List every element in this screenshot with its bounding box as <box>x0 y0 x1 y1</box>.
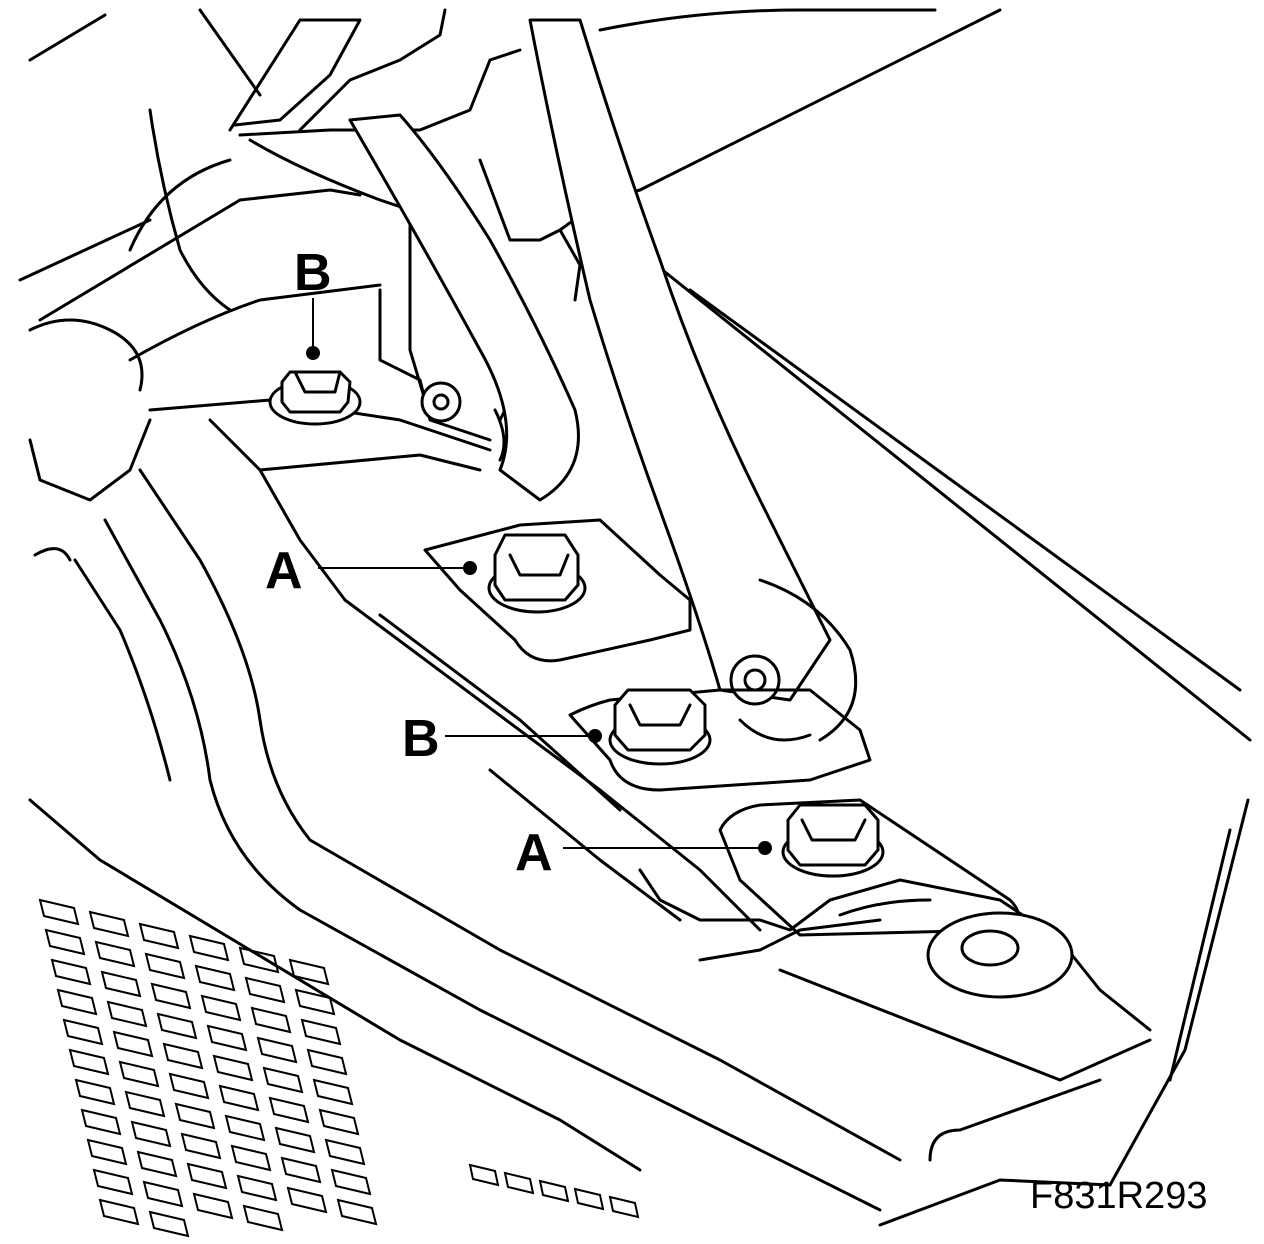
grille-cell <box>238 946 280 974</box>
grille-cell <box>106 1000 148 1028</box>
grille-cell <box>92 1168 134 1196</box>
grille-cell <box>124 1090 166 1118</box>
grille-cell <box>268 1096 310 1124</box>
grille <box>38 898 640 1238</box>
callout-b-lower: B <box>402 710 440 768</box>
callout-b-upper: B <box>294 244 332 302</box>
upper-frame <box>18 8 582 442</box>
grille-cell <box>130 1120 172 1148</box>
grille-cell <box>236 1174 278 1202</box>
grille-cell <box>306 1048 348 1076</box>
callout-a-lower: A <box>515 824 553 882</box>
grille-cell <box>138 922 180 950</box>
grille-cell <box>294 988 336 1016</box>
grille-cell <box>144 952 186 980</box>
grille-cell <box>188 934 230 962</box>
bolt-a-lower <box>781 803 885 878</box>
grille-cell <box>180 1132 222 1160</box>
grille-cell <box>112 1030 154 1058</box>
diagonal-rod <box>528 18 858 742</box>
grille-cell <box>156 1012 198 1040</box>
bolt-b-upper <box>268 370 362 426</box>
grille-cell <box>136 1150 178 1178</box>
grille-cell <box>312 1078 354 1106</box>
grille-cell <box>608 1195 640 1219</box>
grille-cell <box>100 970 142 998</box>
grille-cell <box>38 898 80 926</box>
bolt-b-lower <box>608 688 712 766</box>
grille-cell <box>300 1018 342 1046</box>
grille-cell <box>150 982 192 1010</box>
grille-cell <box>194 964 236 992</box>
grille-cell <box>250 1006 292 1034</box>
link-arm <box>348 113 580 502</box>
callout-a-upper: A <box>265 542 303 600</box>
grille-cell <box>94 940 136 968</box>
grille-cell <box>192 1192 234 1220</box>
round-boss <box>926 911 1074 999</box>
grille-cell <box>98 1198 140 1226</box>
grille-cell <box>162 1042 204 1070</box>
bolt-a-upper <box>487 533 587 614</box>
grille-cell <box>118 1060 160 1088</box>
grille-cell <box>62 1018 104 1046</box>
grille-cell <box>318 1108 360 1136</box>
grille-cell <box>44 928 86 956</box>
grille-cell <box>242 1204 284 1232</box>
grille-cell <box>244 976 286 1004</box>
grille-cell <box>50 958 92 986</box>
grille-cell <box>200 994 242 1022</box>
grille-cell <box>256 1036 298 1064</box>
figure-id: F831R293 <box>1030 1175 1207 1217</box>
grille-cell <box>68 1048 110 1076</box>
grille-cell <box>212 1054 254 1082</box>
grille-cell <box>80 1108 122 1136</box>
grille-cell <box>74 1078 116 1106</box>
grille-cell <box>88 910 130 938</box>
grille-cell <box>324 1138 366 1166</box>
grille-cell <box>56 988 98 1016</box>
grille-cell <box>330 1168 372 1196</box>
grille-cell <box>573 1187 605 1211</box>
grille-cell <box>280 1156 322 1184</box>
grille-cell <box>218 1084 260 1112</box>
grille-cell <box>168 1072 210 1100</box>
grille-cell <box>538 1179 570 1203</box>
grille-cell <box>262 1066 304 1094</box>
body-panel-lines <box>28 8 1252 1227</box>
grille-cell <box>174 1102 216 1130</box>
grille-cell <box>286 1186 328 1214</box>
grille-cell <box>468 1163 500 1187</box>
grille-cell <box>186 1162 228 1190</box>
grille-cell <box>86 1138 128 1166</box>
grille-cell <box>503 1171 535 1195</box>
grille-cell <box>288 958 330 986</box>
grille-cell <box>274 1126 316 1154</box>
grille-cell <box>336 1198 378 1226</box>
grille-cell <box>230 1144 272 1172</box>
grille-cell <box>142 1180 184 1208</box>
grille-cell <box>206 1024 248 1052</box>
grille-cell <box>148 1210 190 1238</box>
callout-leaders <box>306 298 772 855</box>
grille-cell <box>224 1114 266 1142</box>
crossmember <box>28 318 1152 1212</box>
